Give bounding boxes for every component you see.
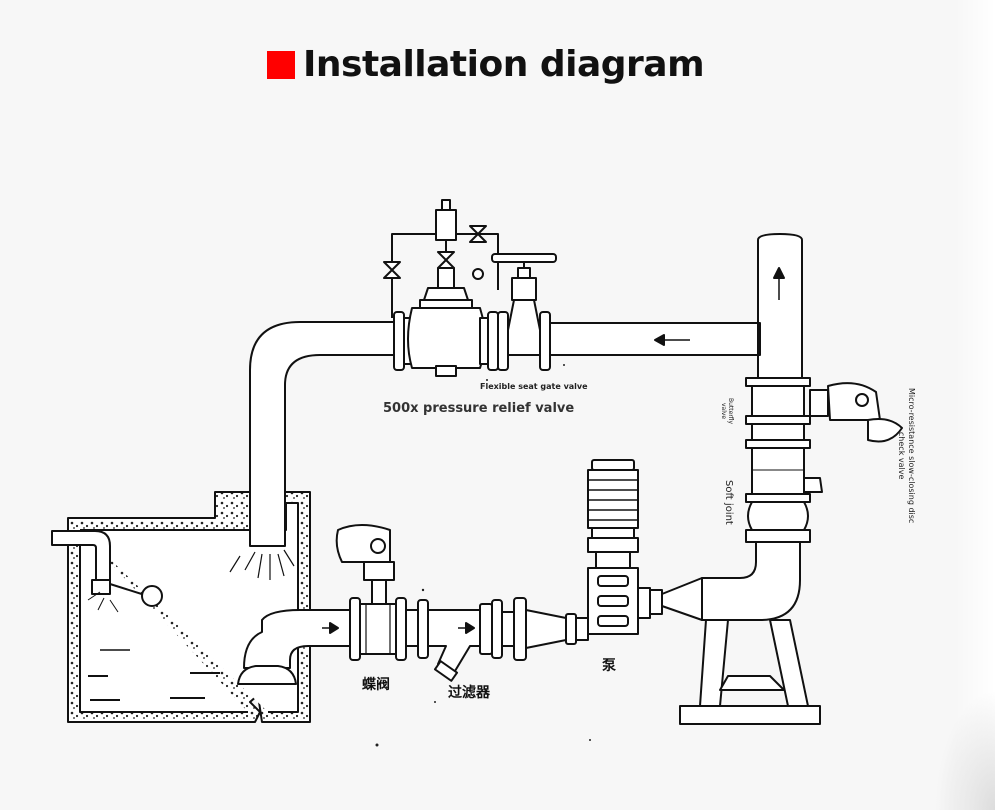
gate-valve [491, 253, 557, 371]
title-marker [267, 50, 295, 79]
corner-shadow [935, 690, 995, 810]
float-valve [51, 530, 163, 613]
edge-fade [955, 0, 995, 810]
label-butterfly-top-1: Butterfly [727, 398, 734, 425]
label-relief-valve: 500x pressure relief valve [383, 401, 575, 416]
butterfly-valve-riser [745, 377, 881, 425]
label-check-valve-2: check valve [897, 431, 906, 480]
butterfly-valve-suction [335, 524, 407, 661]
label-soft-joint: Soft joint [723, 480, 734, 525]
pump [587, 459, 651, 635]
page-title: Installation diagram [303, 44, 705, 85]
title-block: Installation diagram [267, 44, 705, 85]
check-valve [745, 418, 903, 503]
riser-pipe [757, 233, 803, 379]
reducer [525, 609, 589, 649]
y-strainer-filter [405, 597, 527, 682]
pump-elbow [649, 541, 821, 725]
suction-pipe [237, 609, 351, 685]
label-butterfly-top: Butterfly valve [720, 398, 734, 424]
label-check-valve: Micro-resistance slow-closing disc check… [896, 388, 916, 523]
label-pump-cn: 泵 [602, 658, 616, 674]
label-check-valve-1: Micro-resistance slow-closing disc [907, 388, 916, 524]
label-butterfly-top-2: valve [720, 402, 727, 420]
label-gate-valve: Flexible seat gate valve [480, 382, 588, 391]
soft-joint [745, 501, 811, 543]
speckles [375, 364, 591, 747]
label-filter-cn: 过滤器 [448, 685, 490, 701]
label-butterfly-cn: 蝶阀 [362, 677, 390, 693]
pressure-relief-valve [383, 199, 499, 377]
